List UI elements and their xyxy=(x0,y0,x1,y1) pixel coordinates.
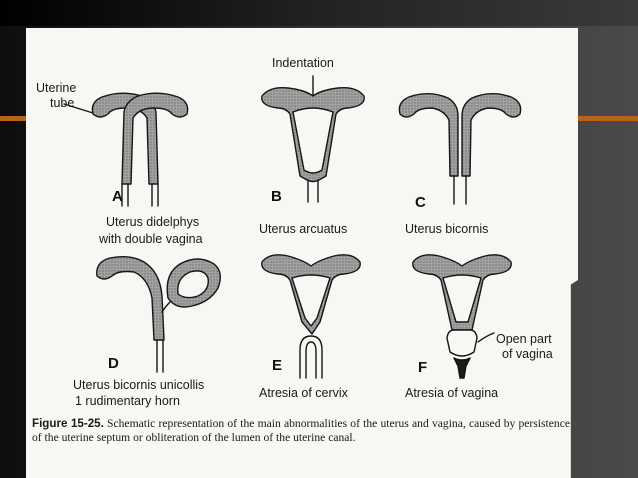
panel-letter-a: A xyxy=(112,188,123,205)
slide-top-band xyxy=(0,0,638,26)
panel-title-d-line1: Uterus bicornis unicollis xyxy=(73,378,204,392)
figure-caption-text: Schematic representation of the main abn… xyxy=(32,417,570,444)
panel-b-drawing xyxy=(261,75,365,203)
panel-d-drawing xyxy=(96,255,221,373)
panel-title-d-line2: 1 rudimentary horn xyxy=(75,394,180,408)
panel-title-a-line2: with double vagina xyxy=(98,232,203,246)
figure-caption: Figure 15-25. Schematic representation o… xyxy=(32,417,570,445)
panel-e-drawing xyxy=(261,254,361,379)
panel-letter-c: C xyxy=(415,194,426,211)
panel-title-b: Uterus arcuatus xyxy=(259,222,347,236)
label-open-part-line2: of vagina xyxy=(502,347,553,361)
scanned-figure-page: Uterine tube Indentation Open part of va… xyxy=(26,28,578,478)
panel-letter-b: B xyxy=(271,188,282,205)
panel-title-e: Atresia of cervix xyxy=(259,386,349,400)
slide-accent-bar-right xyxy=(578,116,638,121)
label-uterine-tube-line2: tube xyxy=(50,96,74,110)
panel-title-c: Uterus bicornis xyxy=(405,222,488,236)
panel-title-f: Atresia of vagina xyxy=(405,386,498,400)
panel-letter-f: F xyxy=(418,359,427,376)
slide-accent-bar-left xyxy=(0,116,26,121)
label-open-part-line1: Open part xyxy=(496,332,552,346)
label-indentation: Indentation xyxy=(272,56,334,70)
panel-title-a-line1: Uterus didelphys xyxy=(106,215,199,229)
uterus-abnormalities-diagram: Uterine tube Indentation Open part of va… xyxy=(36,56,553,408)
panel-letter-d: D xyxy=(108,355,119,372)
panel-letter-e: E xyxy=(272,357,282,374)
label-uterine-tube-line1: Uterine xyxy=(36,81,76,95)
panel-f-drawing xyxy=(412,254,512,379)
panel-c-drawing xyxy=(398,93,522,205)
figure-number: Figure 15-25. xyxy=(32,417,104,430)
panel-a-drawing xyxy=(63,92,189,207)
